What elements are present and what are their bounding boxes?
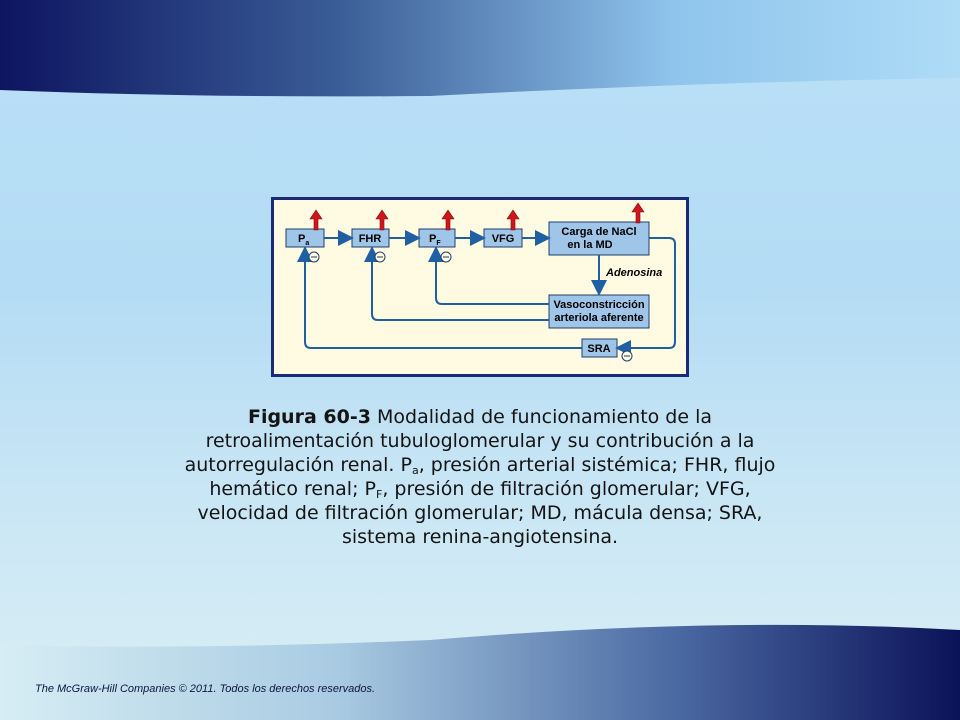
svg-text:en la MD: en la MD <box>567 239 612 251</box>
svg-text:PF: PF <box>429 233 441 247</box>
feedback-arrows <box>297 237 676 356</box>
caption-sub-f: F <box>375 488 383 501</box>
up-arrow-vfg <box>506 209 520 231</box>
up-arrow-fhr <box>375 209 389 231</box>
up-arrows-increase <box>309 202 645 231</box>
figure-label: Figura 60-3 <box>247 406 371 428</box>
up-arrow-pa <box>309 209 323 231</box>
minus-icon <box>440 251 452 263</box>
box-pf: PF <box>418 228 456 248</box>
caption-text-2: , presión arterial sistémica; FHR, flujo… <box>209 454 776 500</box>
svg-text:Carga de NaCl: Carga de NaCl <box>561 226 636 238</box>
box-nacl-md: Carga de NaCl en la MD <box>548 221 650 256</box>
bottom-footer-band <box>0 624 960 720</box>
up-arrow-nacl <box>631 202 645 224</box>
caption-sub-a: a <box>411 464 419 477</box>
adenosina-label: Adenosina <box>605 267 662 279</box>
figure-frame: Pa FHR PF VFG Carga de NaCl en la MD <box>271 197 689 377</box>
svg-text:arteriola aferente: arteriola aferente <box>554 312 643 324</box>
box-fhr: FHR <box>351 228 390 248</box>
caption-text-3: , presión de filtración glomerular; VFG,… <box>197 478 763 548</box>
inhibition-minus-icons <box>308 251 633 362</box>
svg-text:FHR: FHR <box>359 233 382 245</box>
svg-text:VFG: VFG <box>492 233 515 245</box>
box-vasoconstriccion: Vasoconstricción arteriola aferente <box>548 294 650 329</box>
up-arrow-pf <box>441 209 455 231</box>
box-pa: Pa <box>285 228 325 248</box>
svg-text:Pa: Pa <box>298 233 309 247</box>
box-vfg: VFG <box>483 228 523 248</box>
minus-icon <box>621 350 633 362</box>
forward-arrows <box>324 230 607 296</box>
minus-icon <box>374 251 386 263</box>
tubuloglomerular-feedback-diagram: Pa FHR PF VFG Carga de NaCl en la MD <box>285 202 676 362</box>
caption-text-1: Modalidad de funcionamiento de la retroa… <box>184 406 755 476</box>
top-header-band <box>0 0 960 97</box>
box-sra: SRA <box>581 338 618 358</box>
figure-caption: Figura 60-3 Modalidad de funcionamiento … <box>170 405 790 549</box>
copyright-footer: The McGraw-Hill Companies © 2011. Todos … <box>35 683 376 695</box>
svg-text:SRA: SRA <box>587 343 610 355</box>
svg-text:Vasoconstricción: Vasoconstricción <box>553 299 644 311</box>
minus-icon <box>308 251 320 263</box>
